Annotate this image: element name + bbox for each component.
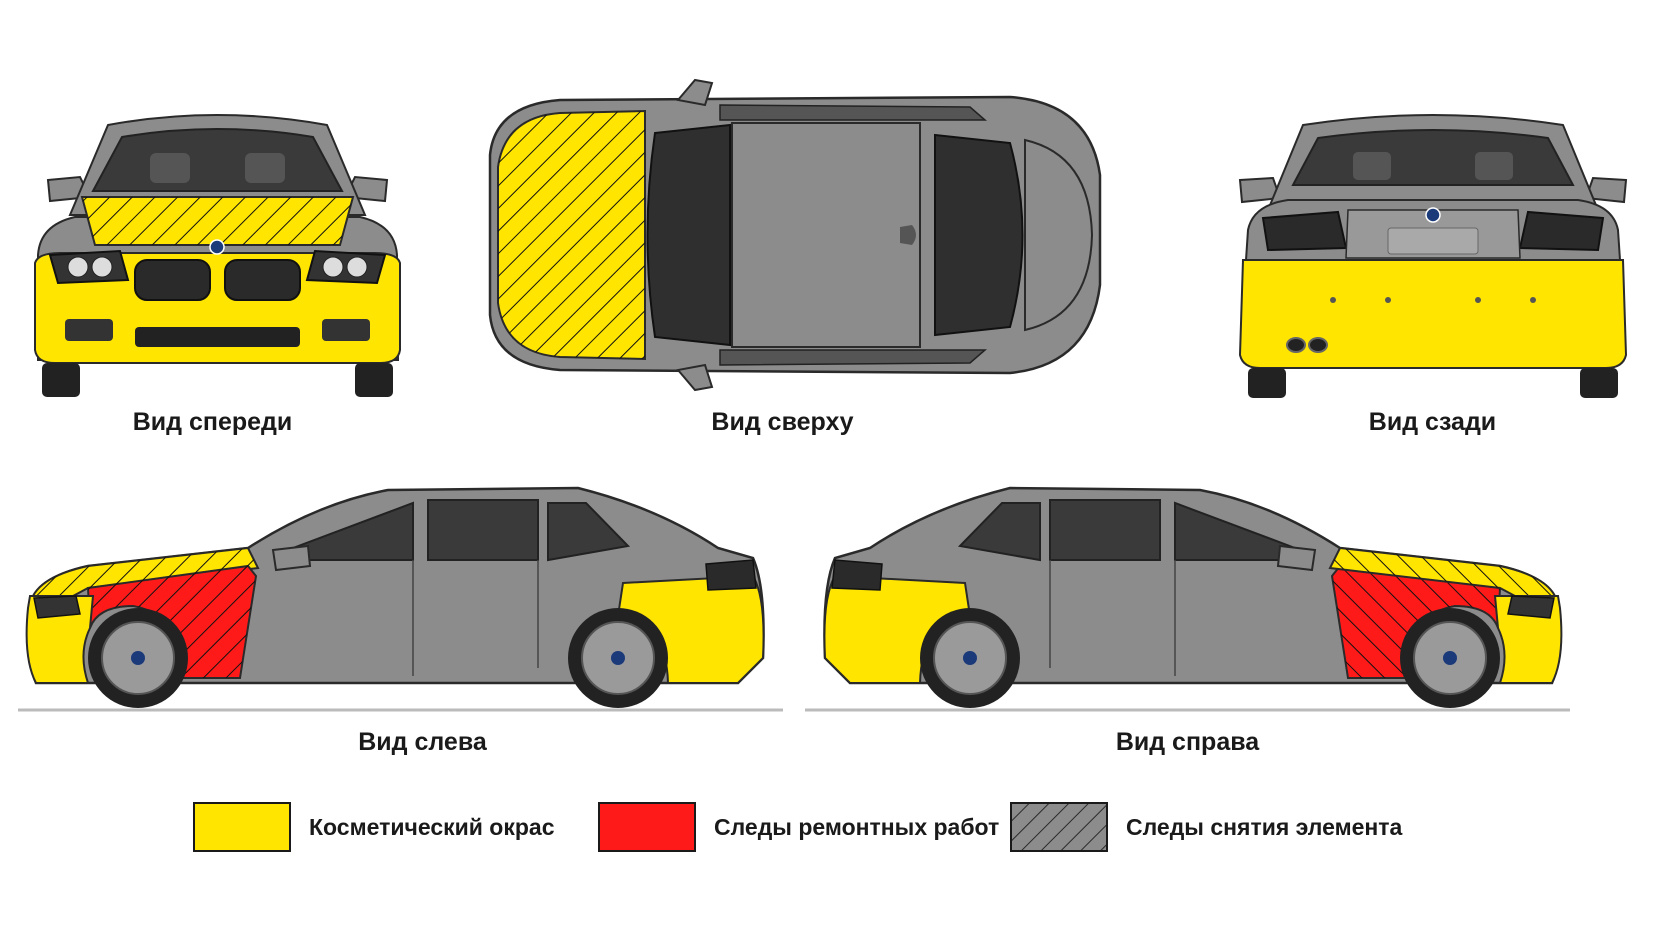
front-view-illustration	[34, 114, 401, 397]
legend-label-removed: Следы снятия элемента	[1126, 813, 1403, 840]
rear-view-label: Вид сзади	[1368, 408, 1497, 436]
front-view-label: Вид спереди	[132, 408, 293, 436]
legend-removed: Следы снятия элемента	[1010, 802, 1402, 852]
left-view	[18, 478, 783, 723]
rear-view	[1228, 100, 1638, 400]
windshield	[91, 128, 344, 192]
legend-swatch-removed	[1010, 802, 1108, 852]
top-rear-window	[934, 133, 1024, 337]
left-view-label: Вид слева	[358, 728, 487, 756]
front-view	[20, 105, 415, 400]
top-windshield	[646, 123, 731, 347]
top-view-label: Вид сверху	[711, 408, 854, 436]
right-view-illustration	[805, 486, 1570, 712]
rear-window	[1291, 129, 1575, 186]
right-view-label: Вид справа	[1115, 728, 1260, 756]
rear-view-illustration	[1238, 114, 1628, 398]
legend-cosmetic: Косметический окрас	[193, 802, 555, 852]
top-view-illustration	[488, 78, 1102, 392]
legend-label-cosmetic: Косметический окрас	[309, 813, 555, 840]
left-view-illustration	[18, 486, 783, 712]
roof	[731, 122, 921, 348]
legend-repair: Следы ремонтных работ	[598, 802, 999, 852]
legend-swatch-cosmetic	[193, 802, 291, 852]
right-view	[805, 478, 1570, 723]
legend-swatch-repair	[598, 802, 696, 852]
top-view	[450, 75, 1110, 395]
legend-label-repair: Следы ремонтных работ	[714, 813, 1000, 840]
